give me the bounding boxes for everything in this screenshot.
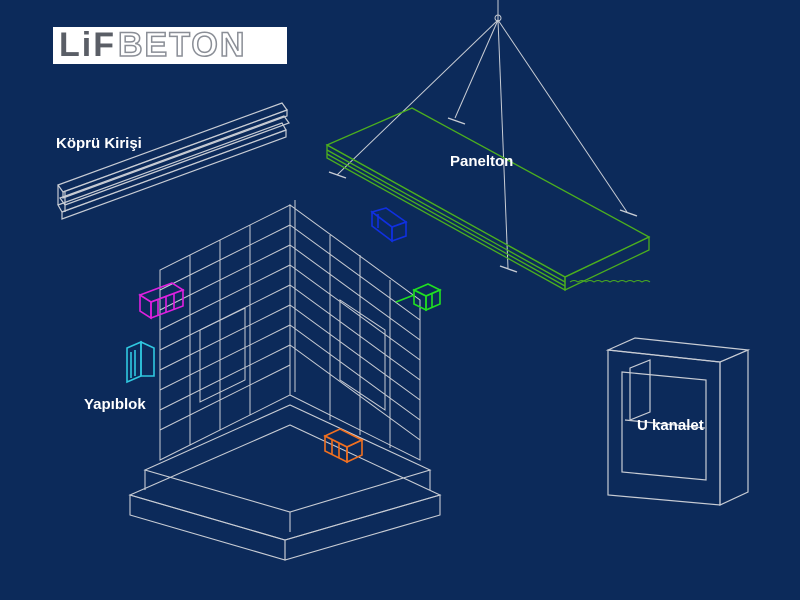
label-u-kanalet: U kanalet: [637, 417, 704, 434]
block-cyan: [126, 340, 155, 384]
wall-structure: [159, 200, 421, 461]
u-channel-drawing: [605, 337, 751, 506]
lifbeton-logo: LiF BETON: [53, 27, 287, 64]
panel-lifting-hooks: [328, 117, 638, 273]
foundation: [128, 404, 442, 561]
logo-text-beton: BETON: [117, 27, 247, 64]
label-kopru-kirisi: Köprü Kirişi: [56, 135, 142, 152]
logo-text-lif: LiF: [59, 27, 116, 64]
label-panelton: Panelton: [450, 153, 514, 170]
block-blue: [370, 207, 408, 243]
panelton-slab: [325, 107, 651, 292]
block-magenta: [138, 282, 185, 320]
bridge-beam-drawing: [57, 102, 290, 220]
crane-ropes: [336, 0, 628, 269]
block-orange: [323, 428, 364, 464]
block-green: [395, 283, 442, 312]
label-yapiblok: Yapıblok: [84, 396, 146, 413]
